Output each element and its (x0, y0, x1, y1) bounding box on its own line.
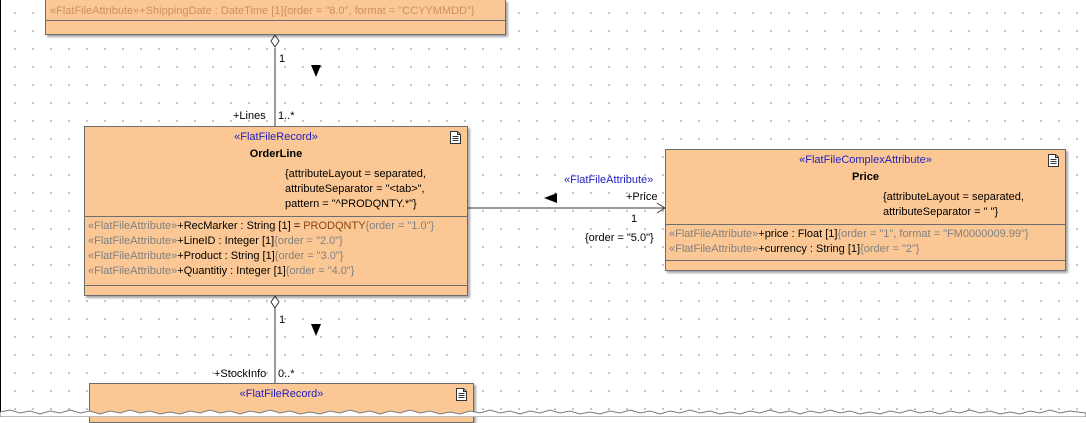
role-label: +Price (626, 191, 658, 203)
attribute-row: «FlatFileAttribute»+Product : String [1]… (88, 250, 344, 262)
assoc-lines-connector[interactable] (270, 34, 280, 126)
class-stereotype: «FlatFileRecord» (234, 131, 318, 143)
multiplicity-label: 1..* (278, 110, 295, 122)
torn-edge (0, 409, 1086, 417)
compartment-separator (666, 224, 1065, 225)
attribute-list: «FlatFileAttribute»+RecMarker : String [… (88, 219, 434, 279)
class-stockinfo-partial[interactable]: «FlatFileRecord» (89, 383, 474, 423)
attribute-row: «FlatFileAttribute»+Quantitiy : Integer … (88, 265, 355, 277)
direction-arrow-icon (311, 324, 321, 336)
compartment-separator (85, 285, 467, 286)
file-icon (456, 388, 467, 401)
class-orderline[interactable]: «FlatFileRecord» OrderLine {attributeLay… (84, 126, 468, 296)
assoc-price-connector[interactable] (468, 202, 666, 214)
multiplicity-label: 1 (631, 213, 638, 225)
class-top-partial[interactable]: «FlatFileAttribute»+ShippingDate : DateT… (45, 0, 506, 35)
class-name: Price (852, 171, 879, 183)
file-icon (450, 131, 461, 144)
aggregation-diamond-icon (270, 295, 280, 309)
attribute-row: «FlatFileAttribute»+ShippingDate : DateT… (50, 5, 475, 17)
class-stereotype: «FlatFileComplexAttribute» (799, 154, 932, 166)
association-stereotype: «FlatFileAttribute» (564, 174, 654, 186)
class-constraints: {attributeLayout = separated, attributeS… (285, 168, 426, 210)
role-label: +Lines (233, 110, 266, 122)
compartment-separator (666, 260, 1065, 261)
association-tag: {order = "5.0"} (585, 232, 654, 244)
multiplicity-label: 0..* (278, 368, 295, 380)
compartment-separator (46, 20, 505, 21)
assoc-stock-connector[interactable] (270, 295, 280, 383)
direction-arrow-icon (544, 193, 557, 203)
class-price[interactable]: «FlatFileComplexAttribute» Price {attrib… (665, 149, 1066, 271)
aggregation-diamond-icon (270, 34, 280, 48)
attribute-row: «FlatFileAttribute»+LineID : Integer [1]… (88, 235, 343, 247)
class-name: OrderLine (249, 148, 303, 160)
class-stereotype: «FlatFileRecord» (239, 388, 324, 400)
attribute-row: «FlatFileAttribute»+currency : String [1… (669, 243, 920, 255)
diagram-frame-edge (0, 0, 1, 417)
file-icon (1048, 154, 1059, 167)
attribute-row: «FlatFileAttribute»+price : Float [1]{or… (669, 228, 1029, 240)
compartment-separator (85, 216, 467, 217)
multiplicity-label: 1 (279, 314, 286, 326)
class-constraints: {attributeLayout = separated, attributeS… (883, 191, 1024, 218)
attribute-row: «FlatFileAttribute»+RecMarker : String [… (88, 220, 435, 232)
multiplicity-label: 1 (279, 53, 286, 65)
direction-arrow-icon (311, 65, 321, 77)
attribute-list: «FlatFileAttribute»+price : Float [1]{or… (669, 227, 1029, 257)
role-label: +StockInfo (214, 368, 267, 380)
